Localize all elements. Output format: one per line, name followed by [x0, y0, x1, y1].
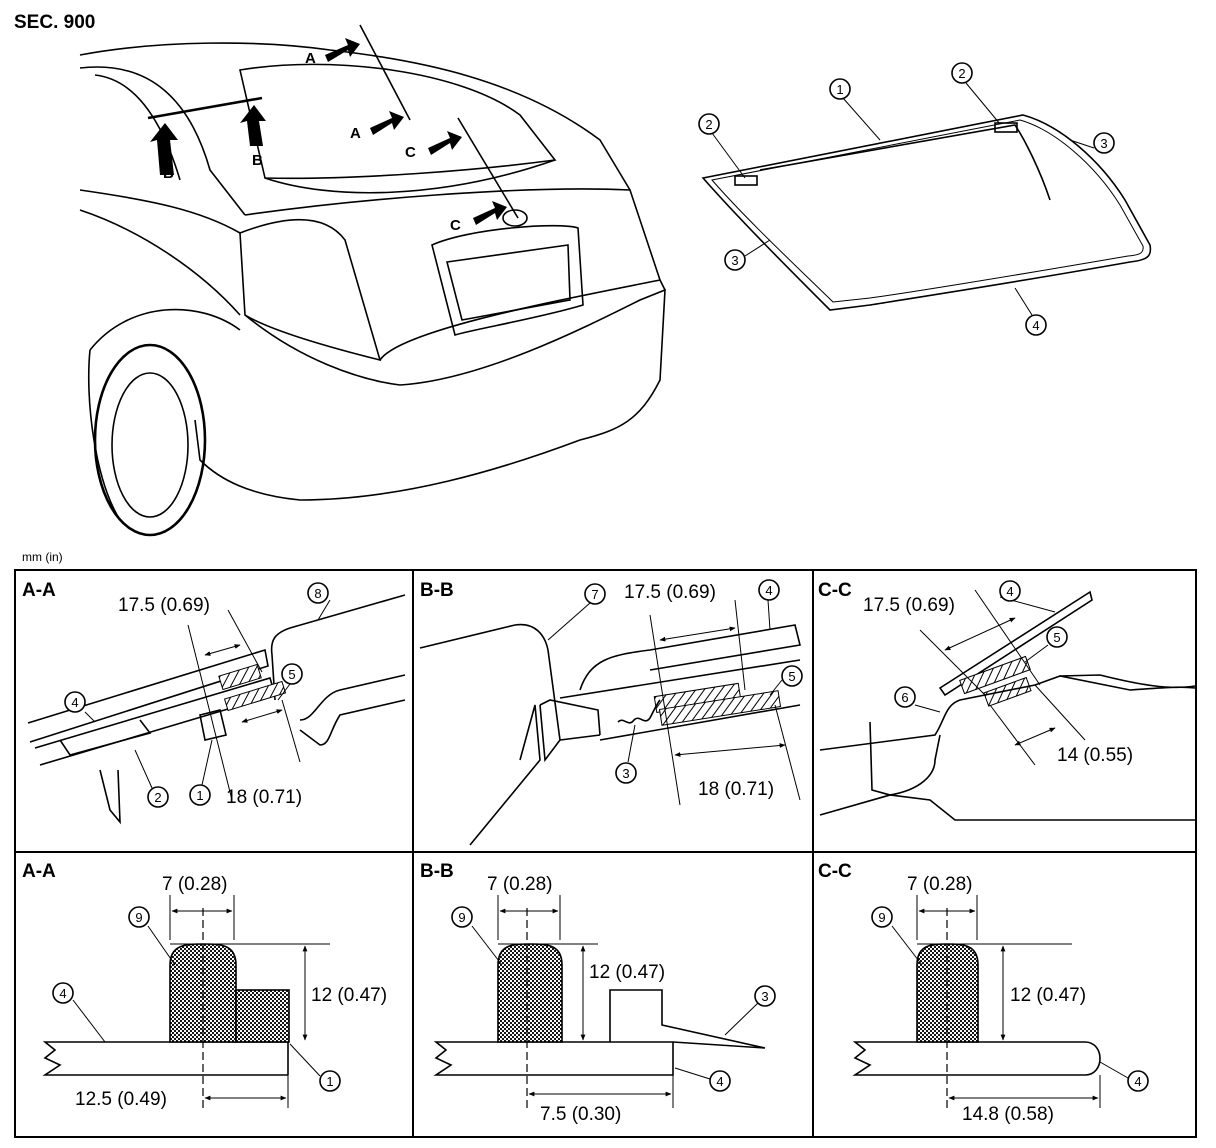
svg-text:A: A — [350, 125, 361, 142]
bb-top-callout-4: 4 — [758, 579, 780, 631]
svg-text:12 (0.47): 12 (0.47) — [589, 962, 665, 983]
svg-text:6: 6 — [901, 690, 908, 705]
section-arrow-a-lower: A — [350, 111, 404, 142]
svg-text:9: 9 — [878, 910, 885, 925]
svg-text:17.5 (0.69): 17.5 (0.69) — [863, 595, 955, 616]
aa-bottom-callout-1: 1 — [289, 1043, 341, 1092]
section-arrow-a-upper: A — [305, 24, 411, 121]
panel-title: C-C — [818, 861, 852, 882]
svg-text:3: 3 — [761, 989, 768, 1004]
svg-text:4: 4 — [1006, 584, 1013, 599]
panel-title: B-B — [420, 580, 454, 601]
svg-text:3: 3 — [731, 253, 738, 268]
section-arrow-b-left: B — [147, 96, 263, 182]
panel-top-aa: A-A 17.5 (0.69) 18 (0.71) — [22, 580, 406, 825]
section-grid — [14, 569, 1197, 1138]
vehicle-rear-view — [79, 42, 666, 537]
svg-text:9: 9 — [135, 910, 142, 925]
aa-bottom-callout-9: 9 — [128, 906, 176, 966]
aa-top-callout-5: 5 — [277, 663, 303, 701]
glass-callout-1: 1 — [829, 78, 881, 141]
svg-text:12 (0.47): 12 (0.47) — [311, 985, 387, 1006]
svg-text:7: 7 — [591, 587, 598, 602]
svg-text:4: 4 — [1032, 318, 1039, 333]
bb-top-callout-7: 7 — [547, 583, 606, 641]
svg-text:7 (0.28): 7 (0.28) — [907, 874, 972, 895]
cc-bottom-callout-4: 4 — [1099, 1061, 1149, 1092]
cc-top-callout-6: 6 — [894, 686, 941, 713]
svg-text:C: C — [450, 217, 461, 234]
glass-callout-2-left: 2 — [698, 113, 746, 179]
svg-text:2: 2 — [705, 117, 712, 132]
svg-text:18 (0.71): 18 (0.71) — [226, 787, 302, 808]
svg-text:3: 3 — [1100, 136, 1107, 151]
svg-text:12.5 (0.49): 12.5 (0.49) — [75, 1089, 167, 1110]
svg-text:7 (0.28): 7 (0.28) — [487, 874, 552, 895]
rear-window-glass-view — [701, 114, 1152, 311]
panel-top-bb: B-B 17.5 (0.69) 18 (0.71) — [419, 580, 801, 846]
bb-bottom-callout-3: 3 — [724, 985, 776, 1036]
panel-title: C-C — [818, 580, 852, 601]
section-arrow-c-upper: C — [405, 117, 519, 219]
svg-text:A: A — [305, 50, 316, 67]
panel-bottom-aa: A-A 7 (0.28) 12 (0.47) 12.5 (0.49) — [22, 861, 387, 1110]
section-arrow-b-right: B — [240, 105, 266, 169]
glass-callout-2-right: 2 — [951, 62, 1001, 125]
cc-top-callout-5: 5 — [1024, 626, 1068, 663]
cc-top-callout-4: 4 — [999, 580, 1056, 613]
aa-top-callout-1: 1 — [189, 739, 213, 806]
panel-title: A-A — [22, 580, 56, 601]
cc-bottom-callout-9: 9 — [871, 906, 923, 966]
svg-text:1: 1 — [836, 82, 843, 97]
svg-text:8: 8 — [314, 586, 321, 601]
svg-text:18 (0.71): 18 (0.71) — [698, 779, 774, 800]
svg-text:7 (0.28): 7 (0.28) — [162, 874, 227, 895]
svg-text:14 (0.55): 14 (0.55) — [1057, 745, 1133, 766]
svg-text:4: 4 — [716, 1074, 723, 1089]
aa-bottom-callout-4: 4 — [52, 982, 106, 1043]
svg-text:5: 5 — [288, 667, 295, 682]
section-arrow-c-lower: C — [450, 201, 507, 234]
panel-bottom-cc: C-C 7 (0.28) 12 (0.47) 14.8 (0.58) — [818, 861, 1101, 1125]
svg-text:12 (0.47): 12 (0.47) — [1010, 985, 1086, 1006]
bb-top-callout-5: 5 — [769, 665, 803, 696]
glass-callout-3-right: 3 — [1069, 132, 1115, 154]
panel-top-cc: C-C 17.5 (0.69) 14 (0.55) — [818, 580, 1196, 821]
bb-top-callout-3: 3 — [615, 724, 637, 784]
glass-callout-3-left: 3 — [724, 239, 771, 271]
aa-top-callout-4: 4 — [64, 691, 96, 723]
svg-text:B: B — [252, 152, 263, 169]
svg-text:5: 5 — [1053, 630, 1060, 645]
svg-text:1: 1 — [326, 1074, 333, 1089]
svg-text:17.5 (0.69): 17.5 (0.69) — [118, 595, 210, 616]
aa-top-callout-2: 2 — [134, 749, 169, 808]
svg-text:7.5 (0.30): 7.5 (0.30) — [540, 1104, 621, 1125]
svg-text:2: 2 — [154, 790, 161, 805]
svg-text:2: 2 — [958, 66, 965, 81]
section-number: SEC. 900 — [14, 12, 95, 33]
svg-text:C: C — [405, 144, 416, 161]
svg-text:14.8 (0.58): 14.8 (0.58) — [962, 1104, 1054, 1125]
svg-text:1: 1 — [196, 788, 203, 803]
svg-text:5: 5 — [788, 669, 795, 684]
panel-title: A-A — [22, 861, 56, 882]
svg-text:4: 4 — [59, 986, 66, 1001]
panel-title: B-B — [420, 861, 454, 882]
bb-bottom-callout-9: 9 — [451, 906, 503, 966]
svg-text:9: 9 — [458, 910, 465, 925]
svg-text:3: 3 — [622, 766, 629, 781]
svg-text:4: 4 — [765, 583, 772, 598]
svg-text:4: 4 — [71, 695, 78, 710]
svg-text:17.5 (0.69): 17.5 (0.69) — [624, 582, 716, 603]
bb-bottom-callout-4: 4 — [674, 1067, 731, 1092]
aa-top-callout-8: 8 — [307, 582, 331, 621]
panel-bottom-bb: B-B 7 (0.28) 12 (0.47) 7.5 (0.30) — [420, 861, 766, 1125]
unit-label: mm (in) — [22, 550, 63, 564]
svg-text:4: 4 — [1134, 1074, 1141, 1089]
glass-callout-4: 4 — [1014, 287, 1047, 336]
svg-text:B: B — [163, 165, 174, 182]
